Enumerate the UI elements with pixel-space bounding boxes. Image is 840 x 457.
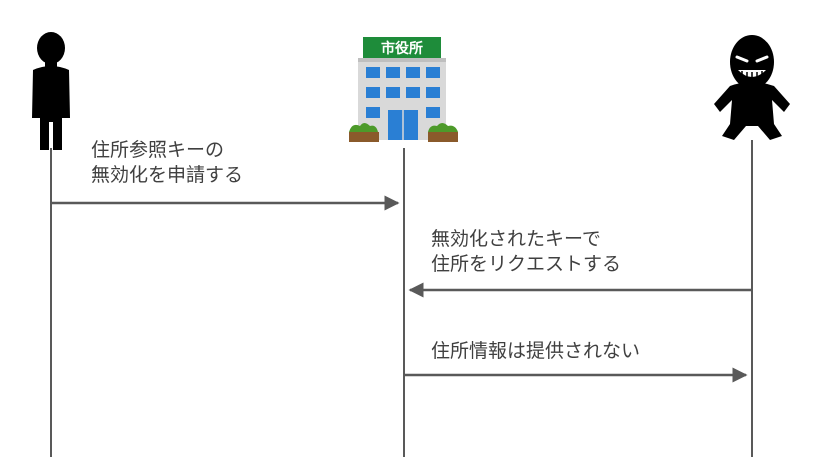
- city-hall-sign-text: 市役所: [381, 40, 423, 57]
- message-label-1: 住所参照キーの 無効化を申請する: [91, 139, 244, 186]
- message-label-3: 住所情報は提供されない: [431, 340, 641, 362]
- city-hall-building-icon: [349, 37, 458, 142]
- person-silhouette-icon: [32, 32, 70, 150]
- message-label-2: 無効化されたキーで 住所をリクエストする: [431, 228, 622, 275]
- grinning-villain-icon: [714, 35, 790, 140]
